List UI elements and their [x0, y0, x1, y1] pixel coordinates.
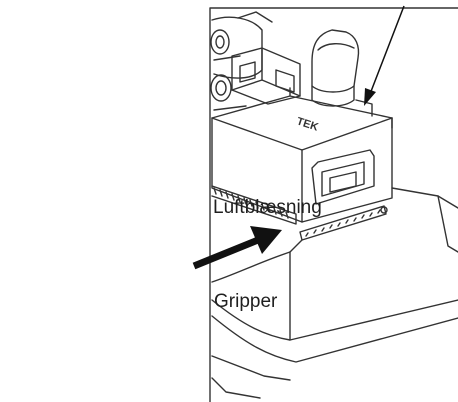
housing: [211, 87, 393, 223]
drawing-frame: [209, 7, 458, 402]
base-plate: [211, 187, 458, 399]
top-knob: [311, 29, 360, 107]
label-air-blow: Luftblæsning: [213, 197, 322, 218]
device-marking: TEK: [295, 115, 320, 133]
gripper-strip: [211, 185, 388, 241]
pointer-arrow-air: [364, 5, 405, 106]
label-gripper: Gripper: [214, 291, 278, 312]
tubing: [210, 11, 273, 111]
connector-block: [231, 47, 301, 105]
pointer-arrow-gripper: [192, 226, 282, 270]
